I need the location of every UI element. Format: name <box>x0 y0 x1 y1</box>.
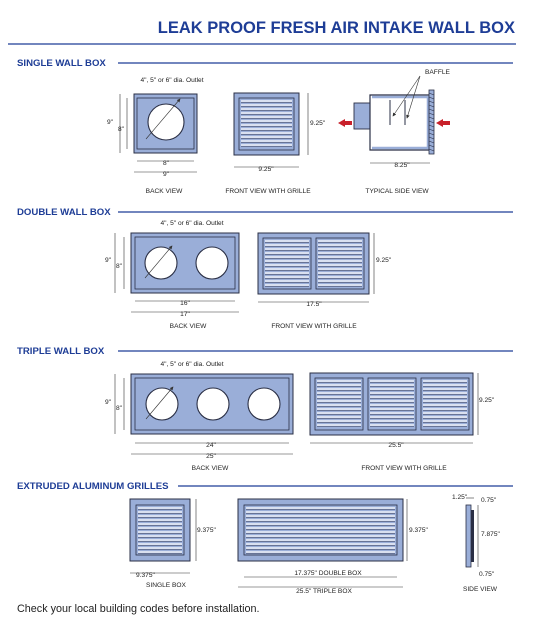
baffle-leader-2 <box>406 75 421 119</box>
side-grille-slat <box>428 120 435 124</box>
single-dim-w-inner: 8" <box>163 160 170 167</box>
double-outlet-hole-2 <box>195 246 229 280</box>
double-outlet-hole-1 <box>144 246 178 280</box>
grille-side-dim-bottom: 0.75" <box>479 571 495 578</box>
grille-single-box: 9.375" 9.375" SINGLE BOX <box>129 498 217 589</box>
triple-dim-w-inner: 24" <box>206 442 216 449</box>
single-front-dim-h: 9.25" <box>310 120 326 127</box>
side-baffle-label: BAFFLE <box>425 69 451 76</box>
side-grille-slat <box>428 112 435 116</box>
side-dim-w: 8.25" <box>394 162 410 169</box>
double-dim-h-inner: 8" <box>116 263 123 270</box>
double-back-view: 4", 5" or 6" dia. Outlet 9" 8" 16" 17" B… <box>105 220 240 330</box>
triple-outlet-hole-3 <box>247 387 281 421</box>
side-grille-slat <box>428 132 435 136</box>
outlet-leader-line <box>145 98 181 140</box>
single-front-view: 9.25" 9.25" FRONT VIEW WITH GRILLE <box>225 92 326 195</box>
side-grille-slat <box>428 128 435 132</box>
section-heading-grilles: EXTRUDED ALUMINUM GRILLES <box>17 481 169 492</box>
side-outlet-collar <box>353 102 371 130</box>
side-grille-slats <box>428 92 435 152</box>
grille-triple-caption: 25.5" TRIPLE BOX <box>296 588 352 595</box>
baffle-leader-1 <box>392 75 421 117</box>
grille-side-flange <box>465 504 472 568</box>
side-box-body <box>369 94 431 151</box>
double-front-view: 9.25" 17.5" FRONT VIEW WITH GRILLE <box>257 232 392 330</box>
side-grille-slat <box>428 108 435 112</box>
grille-side-caption: SIDE VIEW <box>463 586 498 593</box>
side-box-wall <box>372 95 430 150</box>
side-grille-slat <box>428 148 435 152</box>
triple-dim-h-inner: 8" <box>116 405 123 412</box>
double-front-dim-h: 9.25" <box>376 257 392 264</box>
single-side-view: BAFFLE 8.25" TYPICAL SIDE VIEW <box>338 69 451 195</box>
single-front-slats <box>241 100 292 147</box>
single-front-dim-w: 9.25" <box>258 166 274 173</box>
grille-single-dim-h: 9.375" <box>197 527 217 534</box>
section-heading-single: SINGLE WALL BOX <box>17 58 106 69</box>
triple-front-dim-h: 9.25" <box>479 397 495 404</box>
triple-back-caption: BACK VIEW <box>192 465 229 472</box>
grille-double-caption: 17.375" DOUBLE BOX <box>294 570 362 577</box>
single-outlet-hole <box>147 103 185 141</box>
side-grille-slat <box>428 96 435 100</box>
grille-side-dim-top: 0.75" <box>481 497 497 504</box>
side-view-caption: TYPICAL SIDE VIEW <box>365 188 429 195</box>
triple-outlet-hole-2 <box>196 387 230 421</box>
side-grille-slat <box>428 140 435 144</box>
grille-long-dim-h: 9.375" <box>409 527 429 534</box>
grille-side-blade <box>471 510 474 562</box>
section-heading-double: DOUBLE WALL BOX <box>17 207 111 218</box>
single-dim-h-outer: 9" <box>107 119 114 126</box>
double-dim-w-outer: 17" <box>180 311 190 318</box>
double-dim-w-inner: 16" <box>180 300 190 307</box>
triple-front-caption: FRONT VIEW WITH GRILLE <box>361 465 447 472</box>
double-front-dim-w: 17.5" <box>306 301 322 308</box>
triple-dim-w-outer: 25" <box>206 453 216 460</box>
side-grille-slat <box>428 104 435 108</box>
triple-back-view: 4", 5" or 6" dia. Outlet 9" 8" 24" 25" B… <box>105 361 294 472</box>
double-back-caption: BACK VIEW <box>170 323 207 330</box>
side-grille-slat <box>428 92 435 96</box>
side-grille-slat <box>428 124 435 128</box>
double-front-caption: FRONT VIEW WITH GRILLE <box>271 323 357 330</box>
double-front-slats <box>265 240 362 287</box>
grille-single-dim-w: 9.375" <box>136 572 156 579</box>
footer-note: Check your local building codes before i… <box>17 603 259 615</box>
grille-side-dim-mid: 7.875" <box>481 531 501 538</box>
grille-side-dim-depth: 1.25" <box>452 494 468 501</box>
single-dim-h-inner: 8" <box>118 126 125 133</box>
triple-front-dim-w: 25.5" <box>388 442 404 449</box>
triple-outlet-label: 4", 5" or 6" dia. Outlet <box>160 361 223 368</box>
single-outlet-label: 4", 5" or 6" dia. Outlet <box>140 77 203 84</box>
triple-front-view: 9.25" 25.5" FRONT VIEW WITH GRILLE <box>309 372 495 472</box>
grille-double-triple-box: 9.375" 17.375" DOUBLE BOX 25.5" TRIPLE B… <box>237 498 429 595</box>
side-grille-slat <box>428 144 435 148</box>
triple-dim-h-outer: 9" <box>105 399 112 406</box>
side-grille-slat <box>428 100 435 104</box>
double-dim-h-outer: 9" <box>105 257 112 264</box>
triple-outlet-leader <box>145 386 174 420</box>
double-outlet-label: 4", 5" or 6" dia. Outlet <box>160 220 223 227</box>
triple-front-slats <box>317 380 467 427</box>
single-back-view: 4", 5" or 6" dia. Outlet 9" 8" 8" 9" BAC… <box>107 77 204 195</box>
airflow-arrow-right-icon <box>436 119 450 127</box>
triple-outlet-hole-1 <box>145 387 179 421</box>
section-heading-triple: TRIPLE WALL BOX <box>17 346 105 357</box>
side-grille-slat <box>428 116 435 120</box>
single-dim-w-outer: 9" <box>163 171 170 178</box>
grille-long-slats <box>246 507 395 554</box>
side-grille-slat <box>428 136 435 140</box>
grille-single-caption: SINGLE BOX <box>146 582 187 589</box>
double-outlet-leader <box>144 245 173 279</box>
page-title: LEAK PROOF FRESH AIR INTAKE WALL BOX <box>158 19 515 37</box>
airflow-arrow-left-icon <box>338 119 352 127</box>
single-front-caption: FRONT VIEW WITH GRILLE <box>225 188 311 195</box>
grille-side-view: 1.25" 0.75" 7.875" 0.75" SIDE VIEW <box>452 494 501 593</box>
grille-single-slats <box>138 507 182 554</box>
single-back-caption: BACK VIEW <box>146 188 183 195</box>
